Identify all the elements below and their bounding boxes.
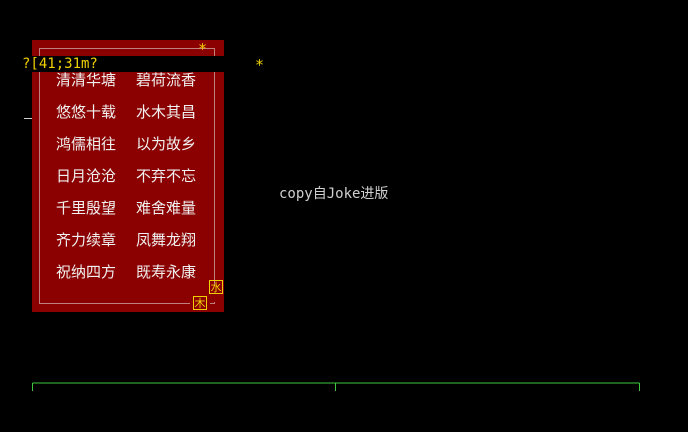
poem-phrase: 碧荷流香 xyxy=(136,71,197,89)
star-mark: * xyxy=(198,40,208,58)
poem-phrase: 千里殷望 xyxy=(56,199,117,217)
poem-panel xyxy=(32,40,224,312)
star-mark: * xyxy=(255,56,265,74)
border-gap xyxy=(209,286,215,302)
escape-bar xyxy=(16,56,248,72)
escape-sequence-text: ?[41;31m? xyxy=(22,55,98,73)
poem-line: 祝纳四方 既寿永康 xyxy=(56,262,196,282)
poem-phrase: 不弃不忘 xyxy=(136,167,197,185)
poem-phrase: 凤舞龙翔 xyxy=(136,231,197,249)
cursor-underscore xyxy=(24,118,32,119)
poem-line: 千里殷望 难舍难量 xyxy=(56,198,196,218)
poem-phrase: 水木其昌 xyxy=(136,103,197,121)
poem-line: 日月沧沧 不弃不忘 xyxy=(56,166,196,186)
poem-phrase: 齐力续章 xyxy=(56,231,117,249)
poem-phrase: 日月沧沧 xyxy=(56,167,117,185)
panel-border xyxy=(39,48,215,304)
poem-line: 齐力续章 凤舞龙翔 xyxy=(56,230,196,250)
corner-char-bottom: 木 xyxy=(193,296,207,310)
poem-phrase: 悠悠十载 xyxy=(56,103,117,121)
poem-phrase: 祝纳四方 xyxy=(56,263,117,281)
poem-line: 清清华塘 碧荷流香 xyxy=(56,70,196,90)
poem-phrase: 鸿儒相往 xyxy=(56,135,117,153)
corner-char-right: 水 xyxy=(209,280,223,294)
border-gap xyxy=(190,298,210,304)
poem-phrase: 清清华塘 xyxy=(56,71,117,89)
escape-prefix: ?[41;31m? xyxy=(22,56,98,72)
poem-line: 悠悠十载 水木其昌 xyxy=(56,102,196,122)
poem-line: 鸿儒相往 以为故乡 xyxy=(56,134,196,154)
baseline-bracket xyxy=(32,382,640,391)
poem-phrase: 难舍难量 xyxy=(136,199,197,217)
poem-phrase: 既寿永康 xyxy=(136,263,197,281)
credit-text: copy自Joke进版 xyxy=(279,186,389,202)
poem-phrase: 以为故乡 xyxy=(136,135,197,153)
